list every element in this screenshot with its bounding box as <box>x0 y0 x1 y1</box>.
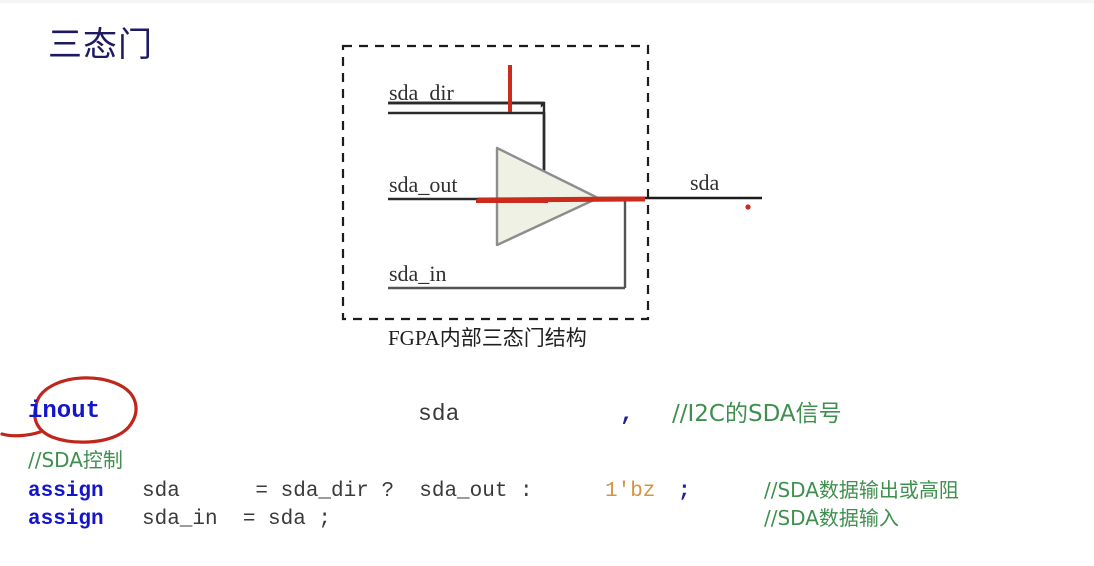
red-dot-annotation <box>745 204 751 210</box>
code-comment-i2c-sda: //I2C的SDA信号 <box>672 401 842 427</box>
label-sda-in: sda_in <box>389 261 446 286</box>
code-port-name-sda: sda <box>418 401 460 427</box>
code-comment-data-input: //SDA数据输入 <box>764 506 899 530</box>
code-expression-2: sda_in = sda ; <box>142 508 332 531</box>
tristate-buffer-symbol <box>495 146 600 247</box>
code-comma: , <box>620 401 634 427</box>
wire-dir-elbow-main <box>388 101 546 112</box>
page-title: 三态门 <box>48 26 153 64</box>
diagram-caption: FGPA内部三态门结构 <box>388 326 587 350</box>
label-sda-dir: sda_dir <box>389 80 454 105</box>
code-comment-output-or-highz: //SDA数据输出或高阻 <box>764 478 959 502</box>
verilog-code-block: inout sda , //I2C的SDA信号 //SDA控制 assign s… <box>0 388 1094 566</box>
code-expression-1: sda = sda_dir ? sda_out : <box>142 480 546 503</box>
wire-dir-real <box>388 111 546 186</box>
code-keyword-assign-1: assign <box>28 480 104 503</box>
code-keyword-inout: inout <box>28 398 101 425</box>
code-literal-highz: 1'bz <box>605 480 656 503</box>
top-strip <box>0 0 1094 3</box>
label-sda-pad: sda <box>690 170 720 195</box>
wire-dir-top-run <box>388 103 543 112</box>
label-sda-out: sda_out <box>389 172 457 197</box>
code-comment-sda-control: //SDA控制 <box>28 448 123 472</box>
code-keyword-assign-2: assign <box>28 508 104 531</box>
wire-sda-dir-elbow <box>388 101 545 105</box>
wire-sda-dir-connector <box>540 103 545 108</box>
red-highlight-path <box>477 196 646 203</box>
code-semicolon-1: ; <box>678 480 691 503</box>
fpga-boundary-box <box>341 44 650 321</box>
